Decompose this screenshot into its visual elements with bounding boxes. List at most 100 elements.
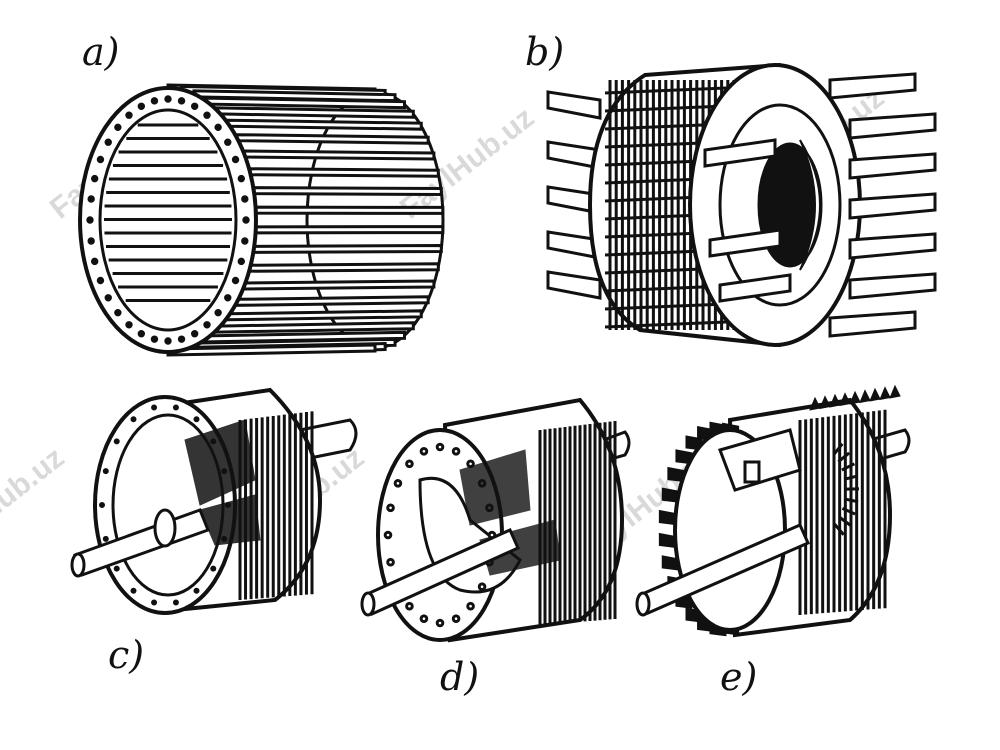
cage-hole — [125, 111, 133, 119]
rotor-c-hole — [172, 599, 179, 606]
rotor-e-top-tooth — [849, 390, 861, 405]
stator-fin-inner — [703, 138, 777, 168]
cage-hole — [96, 155, 105, 164]
rotor-c-hole — [113, 438, 120, 445]
rotor-c-windings — [184, 419, 256, 506]
cage-hole — [241, 195, 249, 203]
rotor-toothed-e-drawing — [635, 384, 911, 638]
stator-end-face-ring — [718, 103, 842, 307]
rotor-e-slot-tick — [838, 515, 852, 527]
stator-fin-right — [828, 310, 917, 338]
cage-visible-inner-bars — [104, 123, 232, 302]
rotor-c-hole — [210, 565, 217, 572]
rotor-d-hole — [451, 447, 461, 456]
cage-front-ring-inner — [98, 108, 238, 332]
rotor-d-hole — [405, 601, 414, 611]
stator-fin-inner — [718, 273, 792, 303]
cage-hole — [224, 294, 232, 302]
cage-hole — [91, 174, 99, 183]
cage-hole — [164, 337, 172, 345]
cage-hole — [137, 330, 146, 338]
rotor-e-top-tooth — [889, 384, 901, 399]
rotor-c-end-face — [93, 395, 237, 615]
rotor-e-shaft-end — [635, 591, 651, 617]
cage-bar — [226, 118, 423, 131]
rotor-c-shaft-end — [70, 552, 86, 578]
rotor-e-top-tooth — [879, 386, 891, 401]
rotor-d-hole — [451, 614, 461, 623]
rotor-d-hole — [405, 459, 414, 469]
label-b: b) — [525, 30, 564, 74]
rotor-d-hole — [435, 442, 445, 452]
cage-hole — [87, 237, 95, 245]
cage-hole — [241, 237, 249, 245]
cage-bar — [216, 106, 415, 119]
cage-bar — [235, 295, 430, 307]
label-c: c) — [108, 633, 144, 677]
cage-bar — [252, 186, 443, 197]
cage-bar — [216, 321, 415, 334]
rotor-c-hole — [172, 404, 179, 411]
rotor-e-top-tooth — [829, 393, 841, 408]
rotor-e-slot-tick — [832, 442, 844, 456]
rotor-d-hole — [393, 478, 403, 488]
rotor-e-top-tooth — [869, 387, 881, 402]
cage-hole — [177, 97, 186, 105]
rotor-e-tooth — [658, 509, 676, 526]
stator-fins-front — [703, 72, 937, 338]
rotor-d-hole — [383, 530, 393, 540]
cage-bar — [235, 133, 430, 145]
cage-bar — [226, 309, 423, 322]
rotor-e-laminations — [798, 409, 887, 615]
cage-hole — [137, 102, 146, 110]
rotor-e-slot-tick — [837, 451, 851, 463]
cage-bar — [254, 205, 445, 215]
cage-hole — [150, 97, 159, 105]
rotor-c-shaft-collar — [153, 508, 177, 548]
label-a: a) — [82, 30, 119, 74]
stator-fin-right — [848, 272, 937, 300]
rotor-c-hole — [102, 468, 109, 475]
cage-bar — [252, 243, 443, 254]
cage-hole — [87, 195, 95, 203]
rotor-e-top-tooth — [839, 392, 851, 407]
cage-hole — [203, 111, 211, 119]
cage-hole — [190, 102, 199, 110]
stator-fin-right — [828, 72, 917, 100]
cage-hole — [164, 95, 172, 103]
cage-hole — [114, 308, 122, 317]
cage-bar — [248, 167, 440, 178]
rotor-c-hole — [99, 502, 105, 508]
rotor-d-hole — [419, 447, 429, 456]
label-e: e) — [720, 655, 757, 699]
rotor-c-hole — [151, 599, 158, 606]
rotor-c-hole — [151, 404, 158, 411]
cage-hole — [237, 257, 245, 266]
rotor-e-top-tooth — [809, 396, 821, 411]
rotor-d-hole — [466, 601, 475, 611]
cage-hole — [190, 330, 199, 338]
rotor-e-top-tooth — [859, 389, 871, 404]
stator-fin-left — [546, 90, 602, 120]
label-d: d) — [440, 655, 479, 699]
rotor-e-slot-tick — [843, 474, 859, 481]
cage-hole — [242, 216, 250, 224]
stator-fin-right — [848, 112, 937, 140]
rotor-c-windings-lower — [199, 494, 261, 546]
rotor-d-hole — [386, 557, 395, 567]
cage-hole — [177, 335, 186, 343]
squirrel-cage-drawing — [78, 83, 445, 357]
stator-fin-right — [848, 192, 937, 220]
rotor-c-hole — [113, 565, 120, 572]
finned-stator-drawing — [546, 62, 937, 348]
cage-hole — [224, 138, 232, 146]
rotor-c-hole — [102, 535, 109, 542]
stator-fin-left — [546, 270, 602, 300]
cage-hole — [150, 335, 159, 343]
rotor-d-core-stack — [459, 449, 531, 526]
stator-fin-inner — [708, 228, 782, 258]
rotor-e-key — [743, 460, 761, 484]
rotor-c-shaft-rear — [298, 418, 358, 462]
cage-hole — [125, 321, 133, 329]
